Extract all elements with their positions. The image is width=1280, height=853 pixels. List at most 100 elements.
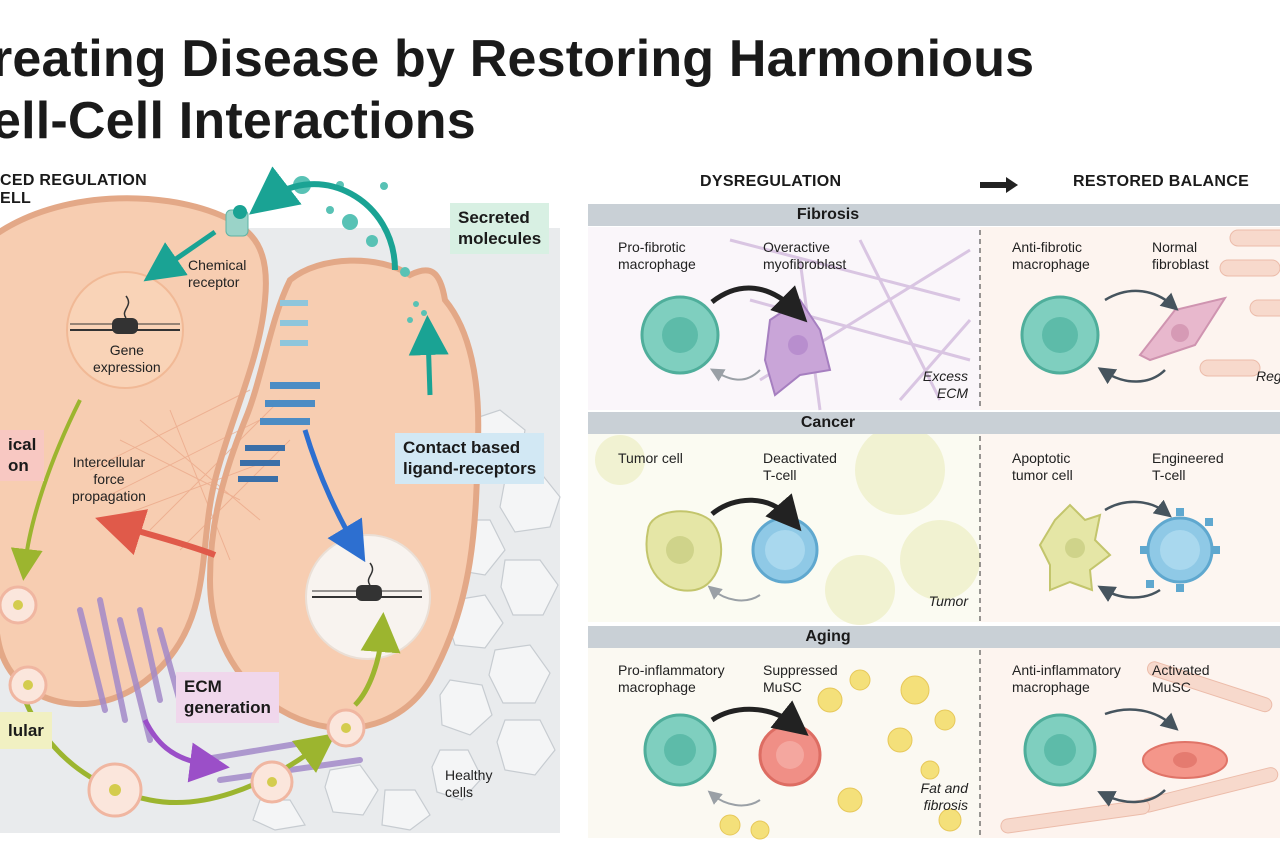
cancer-dys-right-label: Deactivated T-cell (763, 450, 837, 484)
fib-dn-1: Excess (922, 368, 968, 384)
normal-fibroblast-icon (1138, 296, 1228, 362)
aging-dys-right-label: Suppressed MuSC (763, 662, 838, 696)
fibrosis-band: Fibrosis (588, 204, 1280, 226)
chemical-receptor-label: Chemical receptor (188, 257, 246, 291)
fibrosis-dys-right-label: Overactive myofibroblast (763, 239, 846, 273)
secreted-line2: molecules (458, 229, 542, 249)
junction-receptors (238, 300, 320, 482)
cancer-dys-arrow (710, 493, 802, 532)
fibrosis-dys-arrow (710, 285, 808, 323)
fib-dr-2: myofibroblast (763, 255, 847, 272)
healthy-line1: Healthy (445, 767, 493, 783)
fib-rl-2: macrophage (1012, 255, 1090, 272)
left-header-line1: CED REGULATION (0, 172, 148, 189)
fib-dn-2: ECM (936, 384, 968, 401)
secreted-line1: Secreted (458, 208, 530, 227)
ecm-generation-box: ECM generation (176, 672, 279, 723)
tumor-cell-icon (645, 510, 723, 592)
force-line1: Intercellular (72, 454, 146, 470)
aging-res-return-arrow (1097, 789, 1166, 807)
age-dr-1: Suppressed (763, 662, 838, 678)
mech-line1: ical (8, 435, 37, 454)
stem-cells (0, 585, 366, 818)
ecm-line1: ECM (184, 677, 222, 696)
can-rr-1: Engineered (1152, 450, 1224, 466)
cancer-tumor-blobs (595, 425, 980, 625)
fibrosis-res-arrow (1104, 289, 1179, 311)
apoptotic-tumor-cell-icon (1038, 503, 1112, 592)
fibrosis-res-return-arrow (1097, 367, 1166, 385)
ecm-arrow (142, 718, 230, 783)
gene-line1: Gene (109, 342, 144, 358)
contact-line1: Contact based (403, 438, 521, 457)
secretion-arrow (248, 166, 398, 271)
pro-fibrotic-macrophage-icon (640, 295, 720, 375)
cancer-dys-left-label: Tumor cell (618, 450, 683, 466)
fib-rr-2: fibroblast (1152, 255, 1209, 272)
ecm-line2: generation (184, 698, 271, 718)
age-rr-2: MuSC (1152, 678, 1191, 695)
aging-res-arrow (1104, 708, 1179, 731)
fibrosis-dys-return-arrow (709, 368, 761, 382)
dna-icon-right (312, 562, 422, 601)
aging-dys-note: Fat and fibrosis (900, 780, 968, 814)
aging-dys-return-arrow (707, 790, 761, 807)
deactivated-t-cell-icon (751, 516, 819, 584)
receptor-to-nucleus-arrow (143, 229, 217, 282)
suppressed-musc-icon (758, 723, 822, 787)
pro-inflammatory-macrophage-icon (643, 713, 717, 787)
fib-rl-1: Anti-fibrotic (1012, 239, 1083, 255)
cellular-box: lular (0, 712, 52, 750)
force-line3: propagation (72, 487, 146, 504)
cancer-res-right-label: Engineered T-cell (1152, 450, 1224, 484)
secreted-molecules-box: Secreted molecules (450, 203, 550, 254)
mech-line2: on (8, 456, 29, 476)
cancer-band: Cancer (588, 412, 1280, 434)
cancer-res-return-arrow (1097, 585, 1161, 602)
gene-line2: expression (93, 358, 161, 375)
force-fibres (89, 389, 291, 561)
force-line2: force (93, 470, 125, 487)
cancer-res-arrow (1104, 499, 1172, 518)
force-arrow (95, 509, 217, 558)
aging-title: Aging (805, 628, 851, 645)
fib-dl-2: macrophage (618, 255, 696, 272)
restored-balance-header: RESTORED BALANCE (1073, 173, 1250, 190)
cancer-res-left-label: Apoptotic tumor cell (1012, 450, 1073, 484)
aging-dys-arrow (710, 700, 809, 736)
contact-line2: ligand-receptors (403, 459, 537, 479)
fib-rr-1: Normal (1152, 239, 1198, 255)
contact-ligand-box: Contact based ligand-receptors (395, 433, 545, 484)
can-rr-2: T-cell (1152, 466, 1186, 483)
fib-dr-1: Overactive (763, 239, 830, 255)
age-dl-1: Pro-inflammatory (618, 662, 725, 678)
can-rl-1: Apoptotic (1012, 450, 1071, 466)
can-dr-1: Deactivated (763, 450, 837, 466)
aging-dys-left-label: Pro-inflammatory macrophage (618, 662, 725, 696)
cancer-title: Cancer (800, 414, 856, 431)
dna-icon-left (70, 295, 180, 334)
nucleus-to-secretion-arrow (408, 315, 449, 396)
fibrosis-res-left-label: Anti-fibrotic macrophage (1012, 239, 1090, 273)
engineered-t-cell-icon (1140, 508, 1220, 592)
gene-to-cell-arrow (10, 399, 82, 581)
gene-expression-label: Gene expression (93, 342, 161, 376)
fibrosis-title: Fibrosis (796, 206, 860, 223)
contact-signal-arrow (302, 429, 366, 563)
aging-fat-cells (719, 669, 962, 840)
healthy-line2: cells (445, 783, 474, 800)
chem-line2: receptor (188, 273, 240, 290)
age-rl-1: Anti-inflammatory (1012, 662, 1121, 678)
fibrosis-res-note: Reg (1256, 368, 1280, 384)
dysregulation-header: DYSREGULATION (700, 173, 842, 190)
page-title-line2: ell-Cell Interactions (0, 92, 476, 150)
age-dn-2: fibrosis (923, 796, 968, 813)
cell-to-nucleus-arrow (353, 612, 401, 707)
anti-inflammatory-macrophage-icon (1023, 713, 1097, 787)
cancer-dys-return-arrow (707, 585, 761, 602)
aging-band: Aging (588, 626, 1280, 648)
restored-muscle-fibres (1000, 229, 1280, 834)
healthy-cells-label: Healthy cells (445, 767, 492, 801)
aging-res-right-label: Activated MuSC (1152, 662, 1210, 696)
